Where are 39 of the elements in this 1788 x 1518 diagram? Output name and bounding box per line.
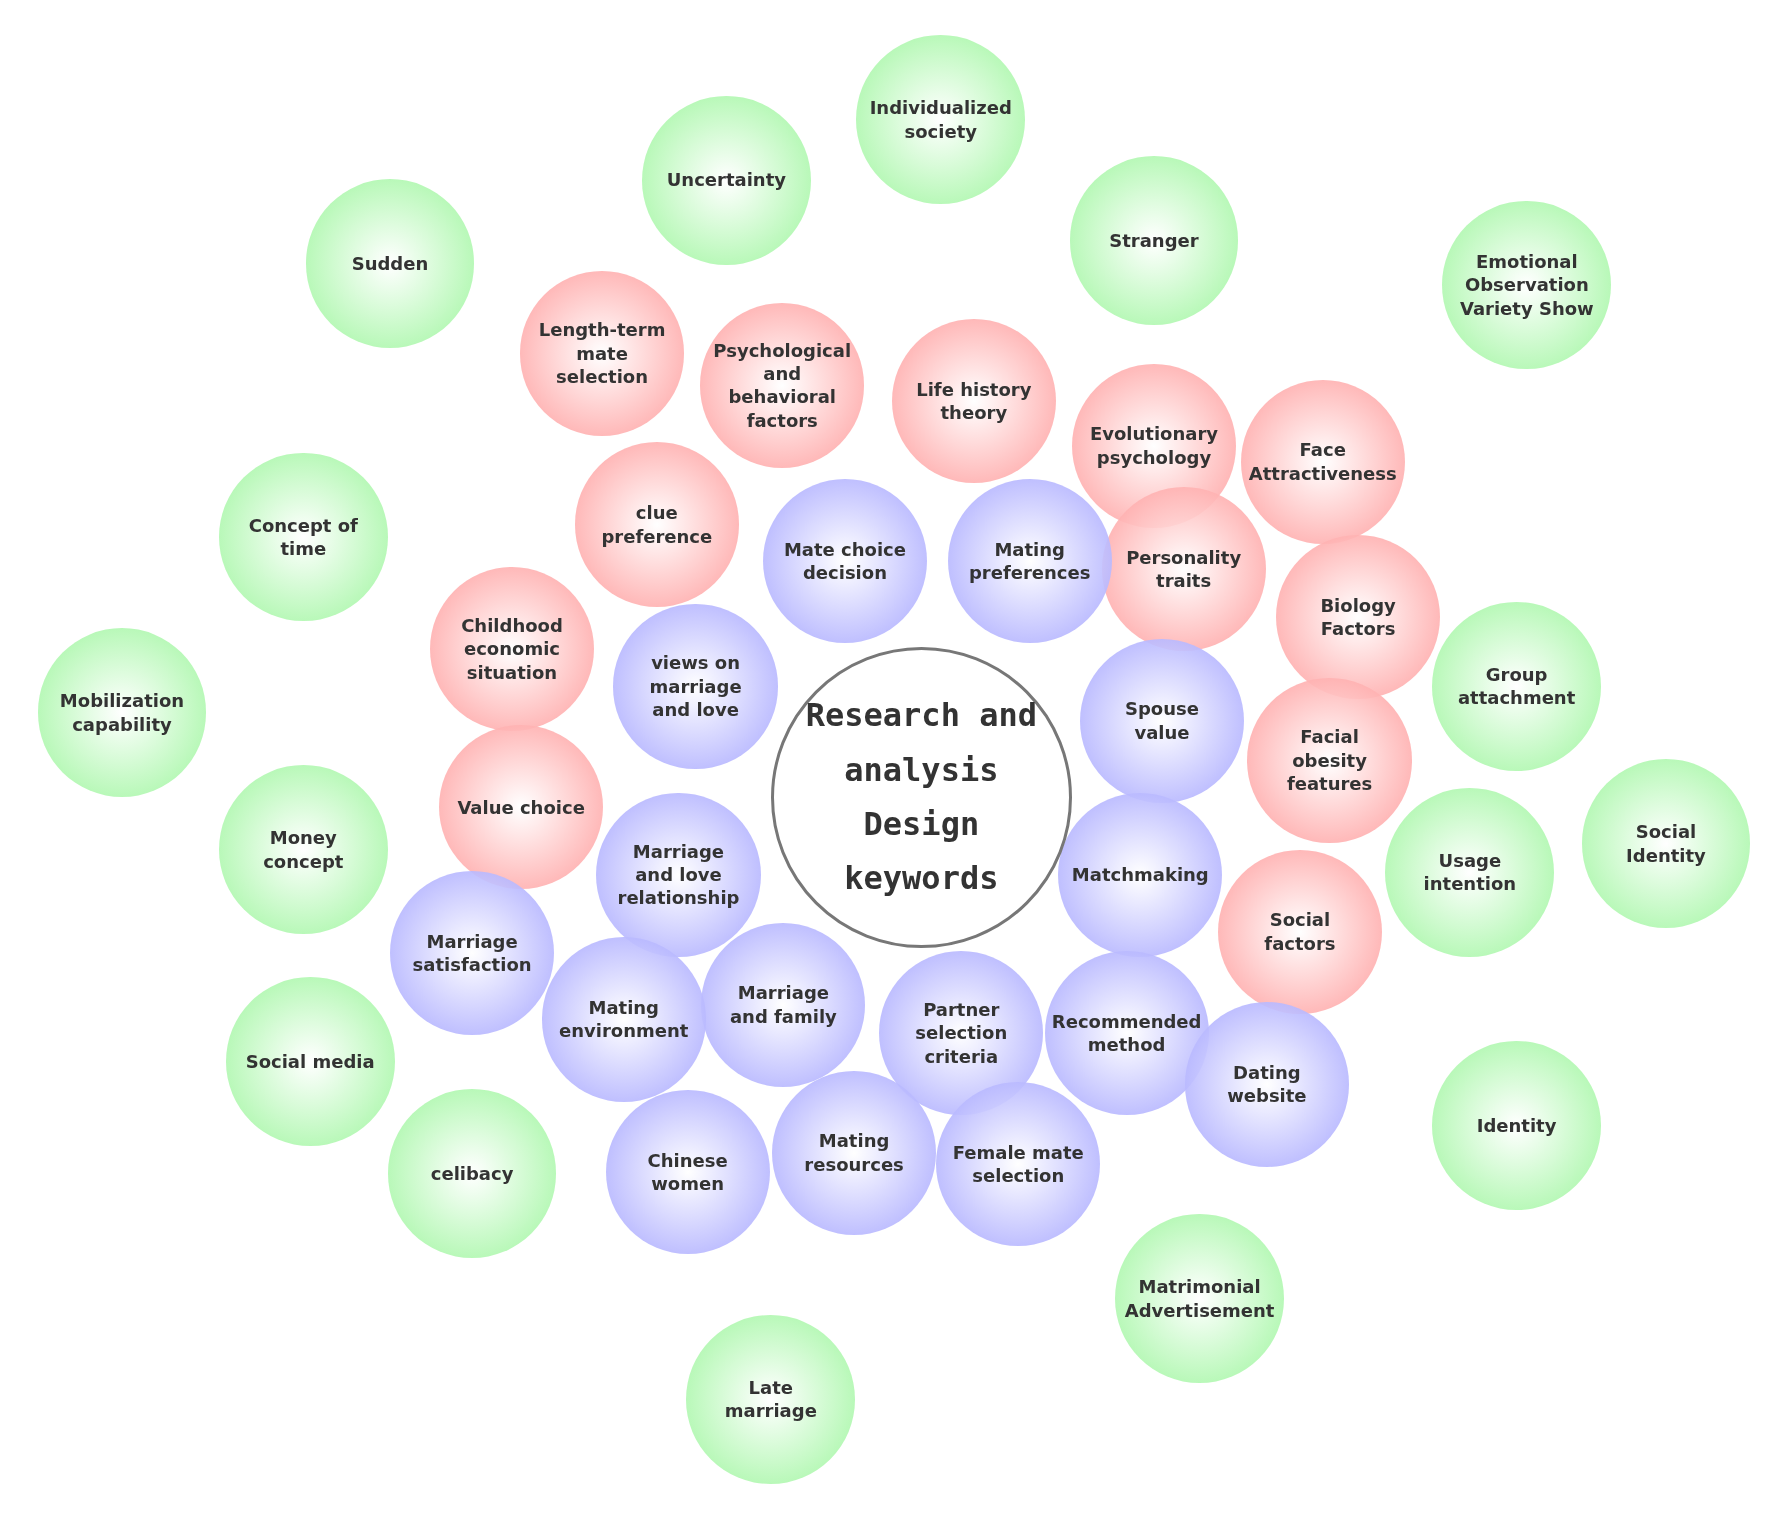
keyword-bubble: Marriage and love relationship [596, 792, 761, 957]
keyword-bubble: Facial obesity features [1247, 678, 1412, 843]
keyword-bubble: Emotional Observation Variety Show [1442, 200, 1612, 370]
keyword-bubble: Life history theory [891, 319, 1056, 484]
topic-circle: Research and analysis Design keywords [770, 646, 1072, 948]
keyword-bubble: Mobilization capability [37, 628, 207, 798]
keyword-bubble: Uncertainty [642, 95, 811, 265]
keyword-bubble: Mating preferences [947, 478, 1112, 644]
keyword-bubble: celibacy [387, 1089, 557, 1258]
keyword-bubble: Mate choice decision [762, 478, 928, 644]
keyword-bubble: views on marriage and love [613, 604, 778, 769]
keyword-bubble: Value choice [439, 725, 604, 890]
keyword-bubble: clue preference [574, 442, 739, 607]
keyword-bubble: Money concept [218, 765, 388, 934]
keyword-bubble: Childhood economic situation [429, 566, 595, 731]
keyword-bubble: Recommended method [1044, 951, 1209, 1116]
keyword-bubble: Stranger [1069, 156, 1239, 325]
keyword-bubble: Social Identity [1581, 759, 1751, 929]
keyword-bubble: Individualized society [856, 35, 1026, 205]
keyword-bubble: Marriage and family [701, 922, 866, 1087]
keyword-bubble: Identity [1432, 1041, 1601, 1210]
keyword-bubble: Marriage satisfaction [390, 871, 555, 1036]
keyword-bubble: Sudden [305, 179, 475, 348]
keyword-bubble: Psychological and behavioral factors [700, 303, 865, 468]
keyword-bubble: Concept of time [218, 452, 388, 622]
keyword-bubble: Spouse value [1079, 638, 1245, 803]
keyword-bubble: Mating resources [772, 1070, 937, 1235]
keyword-bubble: Social media [225, 977, 395, 1146]
keyword-bubble: Female mate selection [936, 1082, 1101, 1247]
keyword-bubble: Social factors [1217, 849, 1383, 1014]
keyword-bubble: Late marriage [686, 1314, 856, 1484]
keyword-bubble: Chinese women [605, 1090, 770, 1255]
keyword-bubble: Matrimonial Advertisement [1115, 1214, 1284, 1384]
keyword-bubble: Usage intention [1385, 787, 1555, 957]
keyword-bubble: Face Attractiveness [1240, 379, 1405, 544]
keyword-bubble: Mating environment [541, 937, 706, 1102]
keyword-bubble: Length-term mate selection [519, 271, 685, 436]
keyword-bubble: Group attachment [1432, 602, 1601, 771]
keyword-bubble: Matchmaking [1058, 792, 1223, 957]
